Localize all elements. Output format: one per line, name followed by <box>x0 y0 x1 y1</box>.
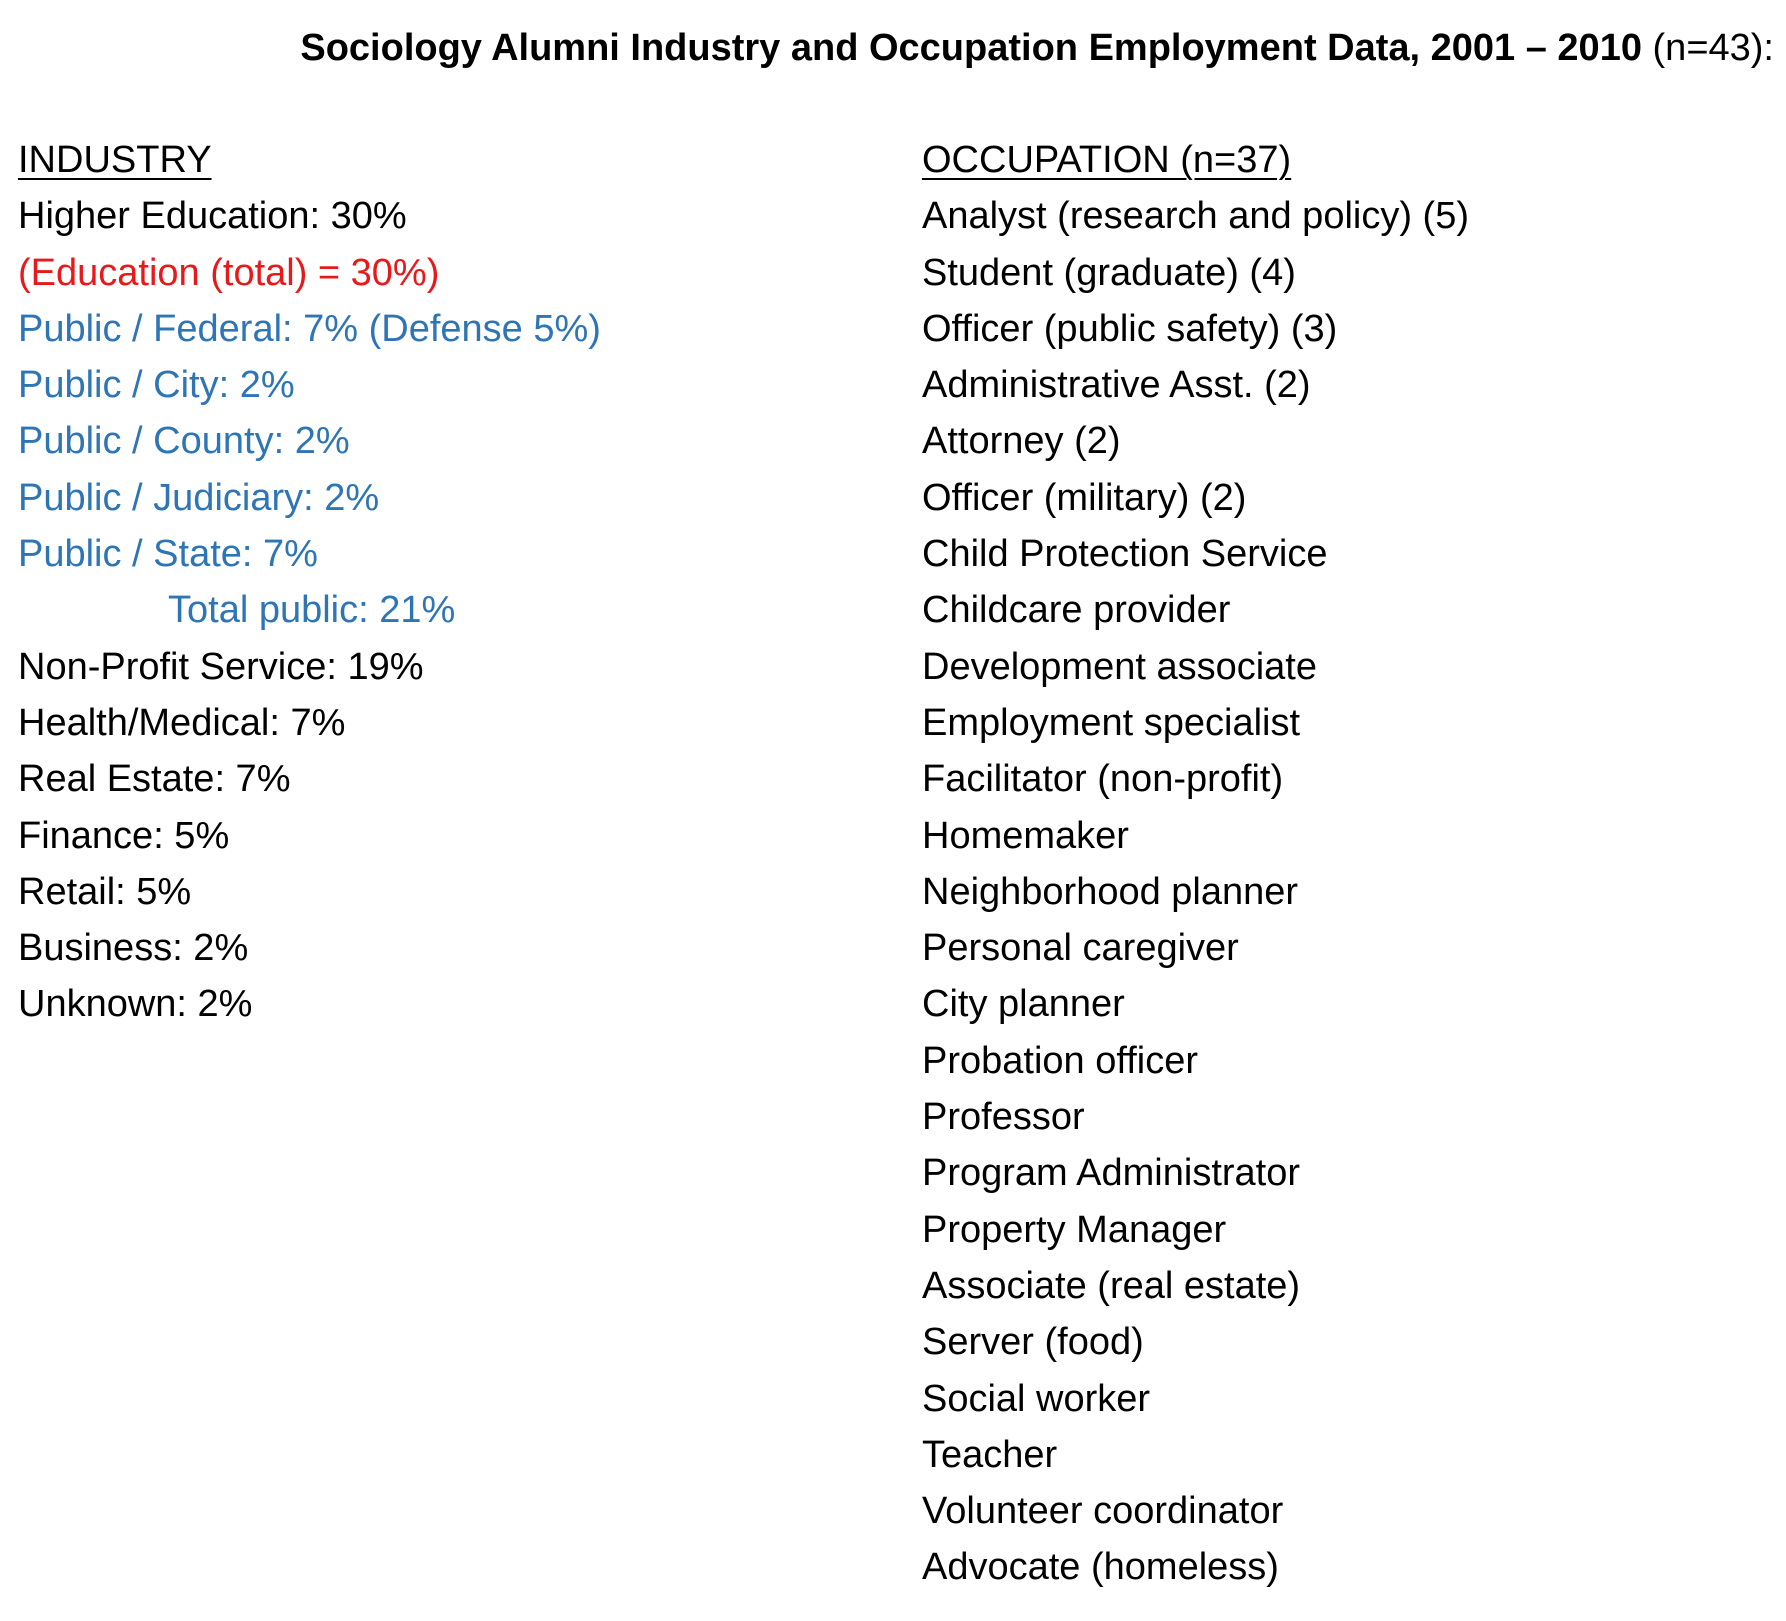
occupation-list: Analyst (research and policy) (5) Student… <box>922 188 1772 1595</box>
occupation-item: Officer (public safety) (3) <box>922 307 1338 350</box>
industry-item: Unknown: 2% <box>18 983 253 1026</box>
occupation-item: Development associate <box>922 645 1317 688</box>
industry-column: INDUSTRY Higher Education: 30% (Education… <box>18 132 898 1033</box>
occupation-item: Homemaker <box>922 814 1129 857</box>
industry-item: Public / Judiciary: 2% <box>18 476 380 519</box>
occupation-item: Childcare provider <box>922 589 1231 632</box>
industry-heading: INDUSTRY <box>18 139 212 181</box>
industry-item: Public / Federal: 7% (Defense 5%) <box>18 307 601 350</box>
industry-item: Retail: 5% <box>18 870 192 913</box>
industry-item: Real Estate: 7% <box>18 758 291 801</box>
industry-item: Public / County: 2% <box>18 420 350 463</box>
occupation-item: Analyst (research and policy) (5) <box>922 195 1469 238</box>
occupation-item: Server (food) <box>922 1321 1144 1364</box>
title-main: Sociology Alumni Industry and Occupation… <box>300 27 1642 69</box>
occupation-item: Program Administrator <box>922 1152 1301 1195</box>
occupation-item: Attorney (2) <box>922 420 1121 463</box>
occupation-heading: OCCUPATION (n=37) <box>922 139 1292 181</box>
occupation-item: Property Manager <box>922 1208 1227 1251</box>
industry-item: Finance: 5% <box>18 814 230 857</box>
occupation-item: Personal caregiver <box>922 927 1239 970</box>
industry-list: Higher Education: 30% (Education (total) … <box>18 188 898 1032</box>
title-sample-size: (n=43): <box>1641 27 1774 69</box>
occupation-item: Facilitator (non-profit) <box>922 758 1284 801</box>
industry-item: Public / City: 2% <box>18 364 295 407</box>
occupation-item: Probation officer <box>922 1039 1199 1082</box>
occupation-item: Professor <box>922 1096 1085 1139</box>
industry-item: Business: 2% <box>18 927 249 970</box>
industry-item: (Education (total) = 30%) <box>18 251 440 294</box>
industry-item: Non-Profit Service: 19% <box>18 645 424 688</box>
occupation-item: Child Protection Service <box>922 533 1328 576</box>
industry-item: Health/Medical: 7% <box>18 701 346 744</box>
occupation-item: Employment specialist <box>922 701 1301 744</box>
occupation-item: Teacher <box>922 1433 1058 1476</box>
industry-item: Total public: 21% <box>168 589 456 632</box>
page-title: Sociology Alumni Industry and Occupation… <box>300 24 1774 72</box>
occupation-item: Advocate (homeless) <box>922 1546 1279 1589</box>
occupation-item: City planner <box>922 983 1125 1026</box>
occupation-item: Neighborhood planner <box>922 870 1299 913</box>
occupation-item: Associate (real estate) <box>922 1264 1301 1307</box>
occupation-item: Officer (military) (2) <box>922 476 1247 519</box>
occupation-column: OCCUPATION (n=37) Analyst (research and … <box>922 132 1772 1596</box>
industry-item: Public / State: 7% <box>18 533 318 576</box>
occupation-item: Administrative Asst. (2) <box>922 364 1311 407</box>
industry-item: Higher Education: 30% <box>18 195 407 238</box>
occupation-item: Student (graduate) (4) <box>922 251 1296 294</box>
occupation-item: Social worker <box>922 1377 1151 1420</box>
occupation-item: Volunteer coordinator <box>922 1490 1284 1533</box>
